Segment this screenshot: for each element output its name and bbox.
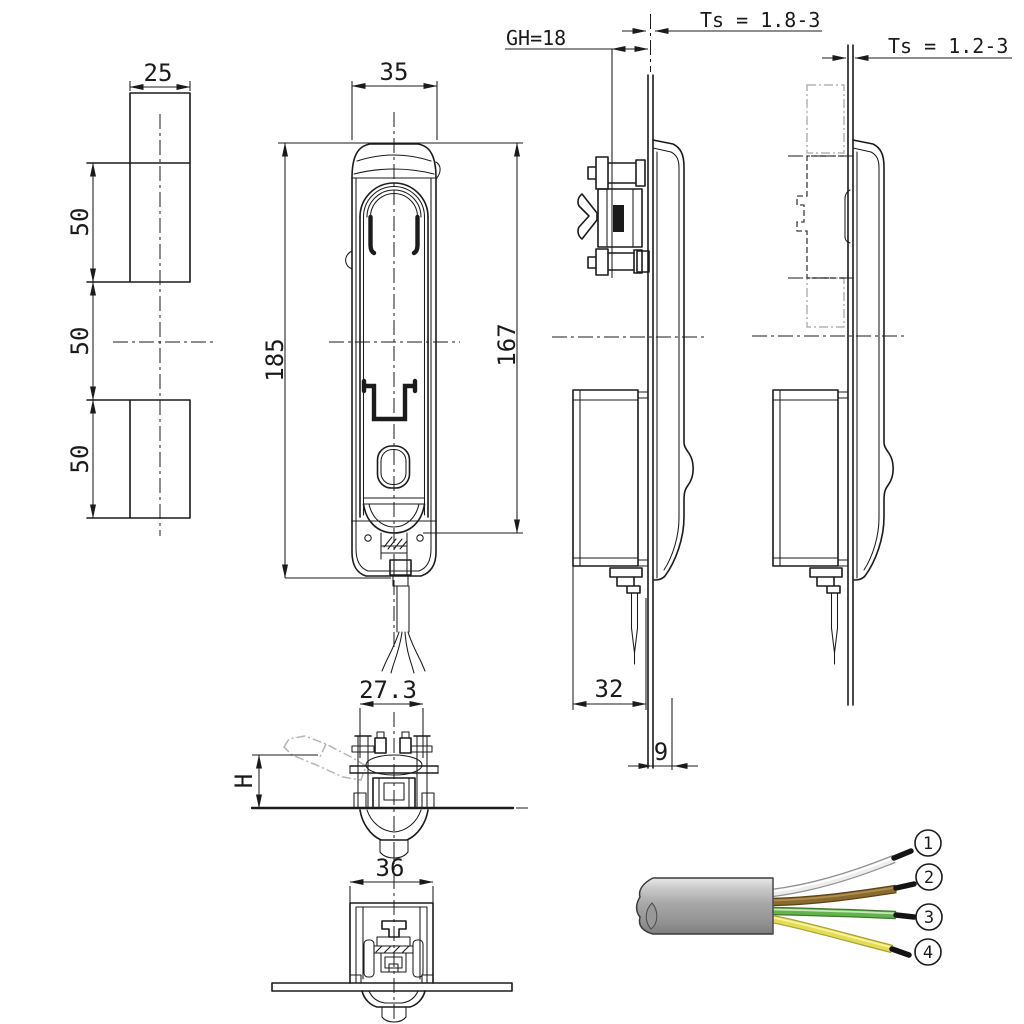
- view-side-mounted: GH=18 Ts = 1.8-3 32 9: [505, 8, 822, 770]
- dim-cutout-seg-bottom: 50: [66, 445, 94, 474]
- wire-2: [771, 881, 917, 907]
- cable-detail: 1 2 3 4: [635, 829, 943, 966]
- dim-door-thickness-a: Ts = 1.8-3: [700, 8, 820, 32]
- wire-label-4: 4: [914, 938, 942, 966]
- wire-label-3: 3: [915, 903, 943, 931]
- view-cam-rear: 27.3 H: [230, 676, 528, 868]
- wire-label-1: 1: [914, 829, 942, 857]
- svg-text:2: 2: [924, 868, 934, 888]
- dim-handle-width: 35: [380, 58, 409, 86]
- wire-3: [771, 906, 917, 920]
- svg-text:4: 4: [923, 943, 933, 963]
- wire-4: [771, 914, 912, 958]
- cable-jacket: [635, 877, 774, 935]
- dim-cutout-seg-top: 50: [66, 208, 94, 237]
- circle-1-icon: [914, 829, 942, 857]
- svg-text:3: 3: [924, 908, 934, 928]
- dim-case-depth: 32: [595, 675, 624, 703]
- dim-door-thickness-b: Ts = 1.2-3: [888, 34, 1008, 58]
- dim-cam-width: 27.3: [359, 676, 417, 704]
- view-base-bottom: 36: [271, 848, 513, 1023]
- dim-grip-height: GH=18: [506, 26, 566, 50]
- circle-4-icon: [914, 938, 942, 966]
- circle-2-icon: [915, 863, 943, 891]
- dim-rear-offset: 9: [654, 738, 668, 766]
- dim-base-width: 36: [376, 854, 405, 882]
- wire-1: [771, 848, 914, 898]
- view-handle-front: 35 185 167: [261, 58, 523, 674]
- wire-label-2: 2: [915, 863, 943, 891]
- view-panel-cutout: 25 50 50 50: [66, 59, 213, 536]
- dim-cam-height: H: [230, 774, 258, 788]
- view-side-thin-door: Ts = 1.2-3: [283, 34, 1012, 781]
- dim-body-height: 167: [493, 323, 521, 366]
- svg-text:1: 1: [923, 834, 933, 854]
- dim-overall-height: 185: [261, 338, 289, 381]
- dim-cutout-width: 25: [144, 59, 173, 87]
- dim-cutout-seg-mid: 50: [66, 327, 94, 356]
- circle-3-icon: [915, 903, 943, 931]
